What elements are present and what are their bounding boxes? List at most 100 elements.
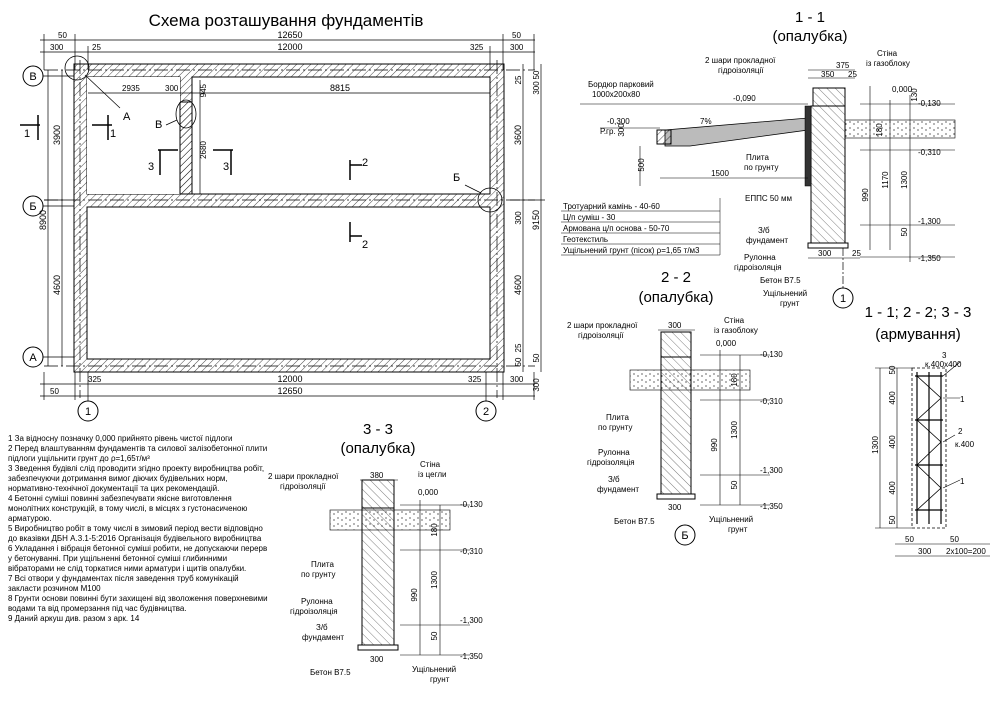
reinf-dim: 50 <box>905 535 914 544</box>
svg-text:2: 2 <box>483 406 489 418</box>
section33-label: по грунту <box>301 570 335 579</box>
section-mark-label: 1 <box>110 128 116 140</box>
section33-label: Бетон В7.5 <box>310 668 351 677</box>
section22-label: Бетон В7.5 <box>614 517 655 526</box>
section11-label: Рулонна <box>744 253 776 262</box>
svg-text:Геотекстиль: Геотекстиль <box>563 235 608 244</box>
section11-label: Р.гр. <box>600 127 616 136</box>
section11-level: -0,300 <box>607 117 630 126</box>
foundation-plan: Схема розташування фундаментів 12650 120… <box>20 11 545 422</box>
section11-level: -0,310 <box>918 148 941 157</box>
section33-label: Рулонна <box>301 597 333 606</box>
reinf-title: 1 - 1; 2 - 2; 3 - 3 <box>865 304 972 321</box>
section11-dim: 375 <box>836 61 850 70</box>
general-notes: 1 За відносну позначку 0,000 прийнято рі… <box>8 434 270 624</box>
section33-dim: 990 <box>410 588 419 602</box>
reinf-bars <box>915 372 943 524</box>
plan-node-label: А <box>123 111 131 123</box>
plan-dim-small: 300 <box>50 43 64 52</box>
section11-dim: 500 <box>637 158 646 172</box>
note-item: 2 Перед влаштуванням фундаментів та сило… <box>8 444 268 463</box>
plan-dim-small: 325 <box>468 375 482 384</box>
section11-pavement <box>664 117 809 147</box>
plan-partition <box>179 101 193 195</box>
reinf-mark: 2 <box>958 427 963 436</box>
reinf-dim: 50 <box>950 535 959 544</box>
section11-foundation <box>810 105 846 247</box>
section11-level: -0,130 <box>918 99 941 108</box>
section22-dim: 300 <box>668 503 682 512</box>
section11-label: Ущільнений <box>763 289 807 298</box>
section11-wall <box>812 87 846 107</box>
section33-subtitle: (опалубка) <box>340 440 415 457</box>
plan-left-dims <box>44 70 66 366</box>
plan-dim-inner: 300 <box>165 84 179 93</box>
section11-dim: 180 <box>875 123 884 137</box>
reinf-mesh: к.400х400 <box>925 360 962 369</box>
plan-axis-row-А: А <box>22 346 44 368</box>
section33-dim: 380 <box>370 471 384 480</box>
section33-level: -1,350 <box>460 652 483 661</box>
section22-label: гідроізоляція <box>587 458 635 467</box>
section11-dim: 25 <box>848 70 857 79</box>
section33-title: 3 - 3 <box>363 421 393 438</box>
reinf-dim: 50 <box>888 515 897 524</box>
plan-dim-small: 50 <box>58 31 67 40</box>
section11-layers-table: Тротуарний камінь - 40-60 Ц/п суміш - 30… <box>561 198 721 256</box>
plan-dim-inner-bottom: 12000 <box>277 374 302 384</box>
svg-text:Ц/п суміш - 30: Ц/п суміш - 30 <box>563 213 616 222</box>
reinf-dim: 50 <box>888 365 897 374</box>
svg-text:Армована ц/п основа - 50-70: Армована ц/п основа - 50-70 <box>563 224 670 233</box>
section11-label: ЕППС 50 мм <box>745 194 792 203</box>
plan-dim-inner: 945 <box>199 83 208 97</box>
plan-dim-overall-top: 12650 <box>277 30 302 40</box>
section-mark-label: 2 <box>362 239 368 251</box>
svg-text:1: 1 <box>85 406 91 418</box>
plan-dim-right: 50 <box>532 70 541 79</box>
section22-level: -0,310 <box>760 397 783 406</box>
plan-dim-small: 300 <box>510 43 524 52</box>
plan-dim-small: 325 <box>470 43 484 52</box>
section33-label: З/б <box>316 623 328 632</box>
plan-dim-inner: 2935 <box>122 84 140 93</box>
plan-node-label: В <box>155 119 162 131</box>
plan-dim-left: 4600 <box>52 275 62 295</box>
section33-foundation <box>361 507 395 649</box>
section33-concrete <box>357 644 399 651</box>
section11-label: 2 шари прокладної <box>705 56 776 65</box>
plan-dim-left: 8900 <box>38 210 48 230</box>
section22-concrete <box>656 493 696 500</box>
section22-label: Рулонна <box>598 448 630 457</box>
plan-dim-overall-bottom: 12650 <box>277 386 302 396</box>
section11-curb <box>656 129 672 145</box>
section11-label: фундамент <box>746 236 788 245</box>
section22-subtitle: (опалубка) <box>638 289 713 306</box>
reinf-mark: 3 <box>942 351 947 360</box>
svg-text:В: В <box>29 71 36 83</box>
note-item: 3 Зведення будівлі слід проводити згідно… <box>8 464 265 493</box>
reinf-mesh: к.400 <box>955 440 975 449</box>
section33-dim: 1300 <box>430 571 439 589</box>
section33-label: із цегли <box>418 470 447 479</box>
plan-axis-row-В: В <box>22 65 44 87</box>
plan-dim-inner: 8815 <box>330 83 350 93</box>
plan-axes <box>44 60 535 398</box>
plan-bottom-dims <box>40 372 535 400</box>
note-item: 4 Бетонні суміші повинні забезпечувати я… <box>8 494 248 523</box>
reinf-dim: 1300 <box>871 436 880 454</box>
section-mark-label: 3 <box>148 161 154 173</box>
reinf-mark: 1 <box>960 395 965 404</box>
section22-dim: 990 <box>710 438 719 452</box>
section11-epps <box>804 105 812 187</box>
section11-dim: 130 <box>910 88 919 102</box>
section-mark-label: 3 <box>223 161 229 173</box>
reinf-dim: 400 <box>888 481 897 495</box>
note-item: 7 Всі отвори у фундаментах після заведен… <box>8 574 239 593</box>
section11-label: З/б <box>758 226 770 235</box>
plan-node-A <box>64 55 90 81</box>
section-mark-1-1 <box>20 115 112 140</box>
plan-dim-inner-top: 12000 <box>277 42 302 52</box>
plan-dim-right: 300 <box>514 211 523 225</box>
section11-label: Бордюр парковий <box>588 80 654 89</box>
reinf-dim: 400 <box>888 435 897 449</box>
